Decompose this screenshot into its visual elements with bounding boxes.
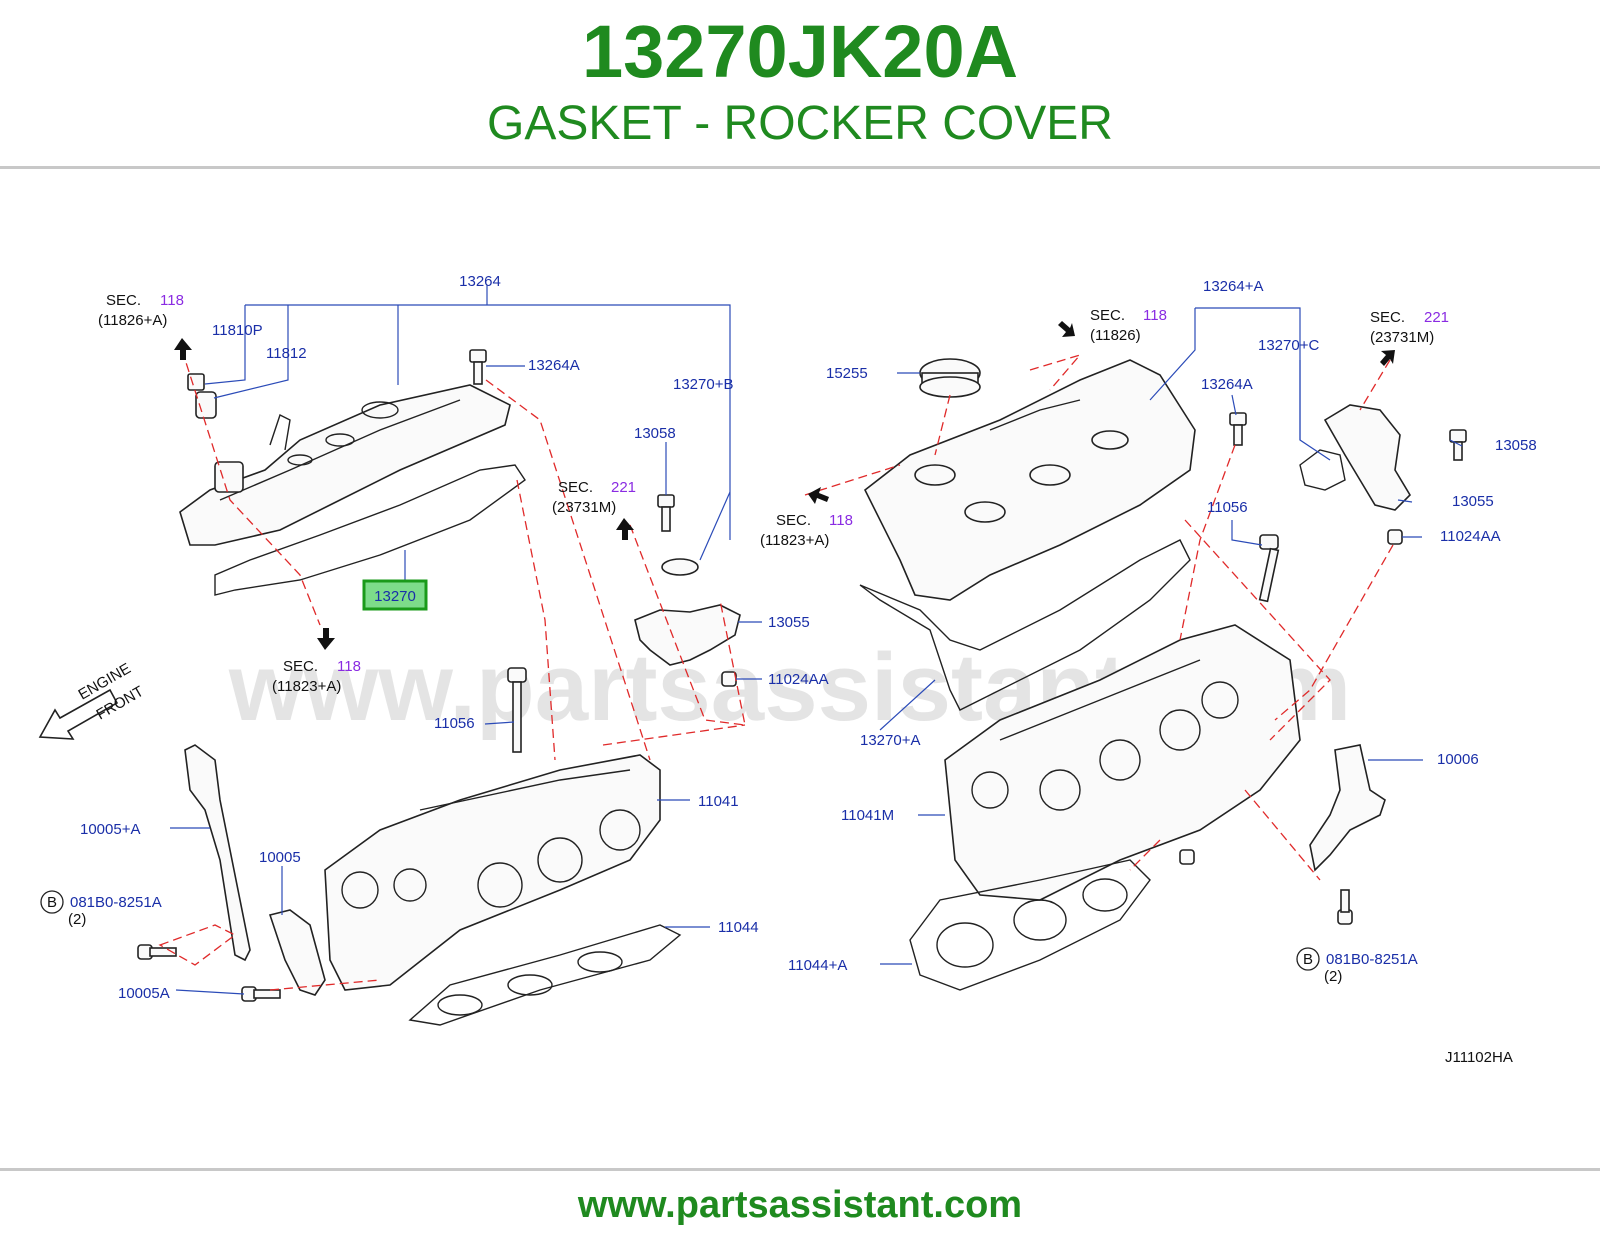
bolt-10005a	[241, 986, 281, 1002]
bolt-ref-b-right-circle	[1296, 947, 1320, 971]
part-labels: 13264 11810P 11812 13264A 13270+B 13058 …	[40, 273, 1537, 1066]
qty-right: (2)	[1324, 968, 1342, 985]
label-081b0-left[interactable]: 081B0-8251A	[70, 894, 162, 911]
bolt-ref-b-left: B	[47, 894, 57, 911]
section-ref-5[interactable]: SEC. 118 (11823+A)	[760, 512, 853, 549]
label-13264[interactable]: 13264	[459, 273, 501, 290]
section-ref-1-sub: (11826+A)	[98, 312, 167, 329]
plug-right	[1179, 849, 1195, 865]
engine-bracket-10005a-plus	[184, 744, 251, 962]
section-ref-5-sub: (11823+A)	[760, 532, 829, 549]
section-ref-1[interactable]: SEC. 118 (11826+A)	[98, 292, 184, 329]
bolt-13264a-left	[469, 349, 487, 385]
oil-filler-cap	[919, 358, 981, 398]
footer-website-link[interactable]: www.partsassistant.com	[577, 1184, 1023, 1226]
bolt-ref-b-left-circle	[40, 890, 64, 914]
header: 13270JK20A GASKET - ROCKER COVER	[0, 0, 1600, 168]
label-10006[interactable]: 10006	[1437, 751, 1479, 768]
label-11024aa-left[interactable]: 11024AA	[768, 671, 829, 688]
section-ref-1-num: 118	[160, 292, 184, 309]
section-ref-4-num: 118	[1143, 307, 1167, 324]
label-13058-right[interactable]: 13058	[1495, 437, 1537, 454]
engine-bracket-10006	[1309, 744, 1386, 872]
section-ref-6-num: 221	[1424, 309, 1449, 326]
section-ref-4[interactable]: SEC. 118 (11826)	[1090, 307, 1167, 344]
bolt-081b0-left	[137, 944, 177, 960]
section-ref-2-sub: (11823+A)	[272, 678, 341, 695]
part-number-title: 13270JK20A	[581, 10, 1019, 93]
section-ref-5-sec: SEC.	[776, 512, 811, 529]
label-10005[interactable]: 10005	[259, 849, 301, 866]
cylinder-head-bolt-left	[507, 667, 527, 753]
label-13058-left[interactable]: 13058	[634, 425, 676, 442]
label-10005a-plus[interactable]: 10005+A	[80, 821, 140, 838]
bottom-divider	[0, 1168, 1600, 1171]
section-ref-1-sec: SEC.	[106, 292, 141, 309]
label-13270b[interactable]: 13270+B	[673, 376, 733, 393]
part-name-subtitle: GASKET - ROCKER COVER	[487, 97, 1113, 150]
head-gasket-right	[909, 859, 1151, 991]
label-10005a[interactable]: 10005A	[118, 985, 170, 1002]
rocker-cover-gasket-right	[859, 539, 1191, 711]
diagram-code: J11102HA	[1445, 1049, 1513, 1066]
section-ref-3-num: 221	[611, 479, 636, 496]
label-11041m[interactable]: 11041M	[841, 807, 894, 824]
label-11812[interactable]: 11812	[266, 345, 307, 362]
assembly-dashed-lines	[158, 349, 1394, 991]
cylinder-head-right	[944, 624, 1301, 901]
section-ref-2[interactable]: SEC. 118 (11823+A)	[272, 658, 361, 695]
label-11810p[interactable]: 11810P	[212, 322, 263, 339]
section-ref-6-sec: SEC.	[1370, 309, 1405, 326]
qty-left: (2)	[68, 911, 86, 928]
label-11044[interactable]: 11044	[718, 919, 759, 936]
label-11024aa-right[interactable]: 11024AA	[1440, 528, 1501, 545]
section-ref-2-num: 118	[337, 658, 361, 675]
section-ref-6-sub: (23731M)	[1370, 329, 1434, 346]
label-13055-left[interactable]: 13055	[768, 614, 810, 631]
bolt-13264a-right	[1229, 412, 1247, 446]
label-081b0-right[interactable]: 081B0-8251A	[1326, 951, 1418, 968]
section-ref-4-sec: SEC.	[1090, 307, 1125, 324]
highlighted-part-box[interactable]	[362, 579, 428, 611]
rocker-cover-gasket-left	[214, 464, 526, 596]
label-11056-left[interactable]: 11056	[434, 715, 475, 732]
section-ref-6[interactable]: SEC. 221 (23731M)	[1370, 309, 1449, 346]
label-13264a-plus[interactable]: 13264+A	[1203, 278, 1263, 295]
label-13055-right[interactable]: 13055	[1452, 493, 1494, 510]
section-arrows	[174, 321, 1395, 650]
section-ref-3[interactable]: SEC. 221 (23731M)	[552, 479, 636, 516]
rocker-cover-left	[179, 384, 511, 546]
label-11041[interactable]: 11041	[698, 793, 739, 810]
label-13270a-plus[interactable]: 13270+A	[860, 732, 920, 749]
cylinder-head-bolt-right	[1258, 534, 1280, 603]
label-13264a-left[interactable]: 13264A	[528, 357, 580, 374]
head-gasket-left	[408, 924, 682, 1026]
cam-sensor-bracket-right	[1299, 404, 1467, 545]
label-13264a-right[interactable]: 13264A	[1201, 376, 1253, 393]
section-ref-4-sub: (11826)	[1090, 327, 1141, 344]
section-ref-3-sec: SEC.	[558, 479, 593, 496]
section-ref-5-num: 118	[829, 512, 853, 529]
leader-lines	[170, 285, 1463, 995]
highlighted-part-label: 13270	[374, 588, 416, 605]
rocker-cover-right	[863, 359, 1196, 601]
section-ref-3-sub: (23731M)	[552, 499, 616, 516]
section-ref-2-sec: SEC.	[283, 658, 318, 675]
cylinder-head-left	[324, 754, 661, 991]
engine-bracket-10005	[268, 909, 326, 996]
label-11056-right[interactable]: 11056	[1207, 499, 1248, 516]
section-references: SEC. 118 (11826+A) SEC. 118 (11823+A) SE…	[98, 292, 1449, 695]
label-11044a-plus[interactable]: 11044+A	[788, 957, 847, 974]
label-13270c[interactable]: 13270+C	[1258, 337, 1319, 354]
bolt-ref-b-right: B	[1303, 951, 1313, 968]
label-15255[interactable]: 15255	[826, 365, 868, 382]
engine-front-indicator: ENGINE FRONT	[38, 660, 147, 740]
bolt-081b0-right	[1337, 889, 1353, 925]
top-divider	[0, 166, 1600, 169]
cam-sensor-bracket-left	[634, 494, 741, 687]
